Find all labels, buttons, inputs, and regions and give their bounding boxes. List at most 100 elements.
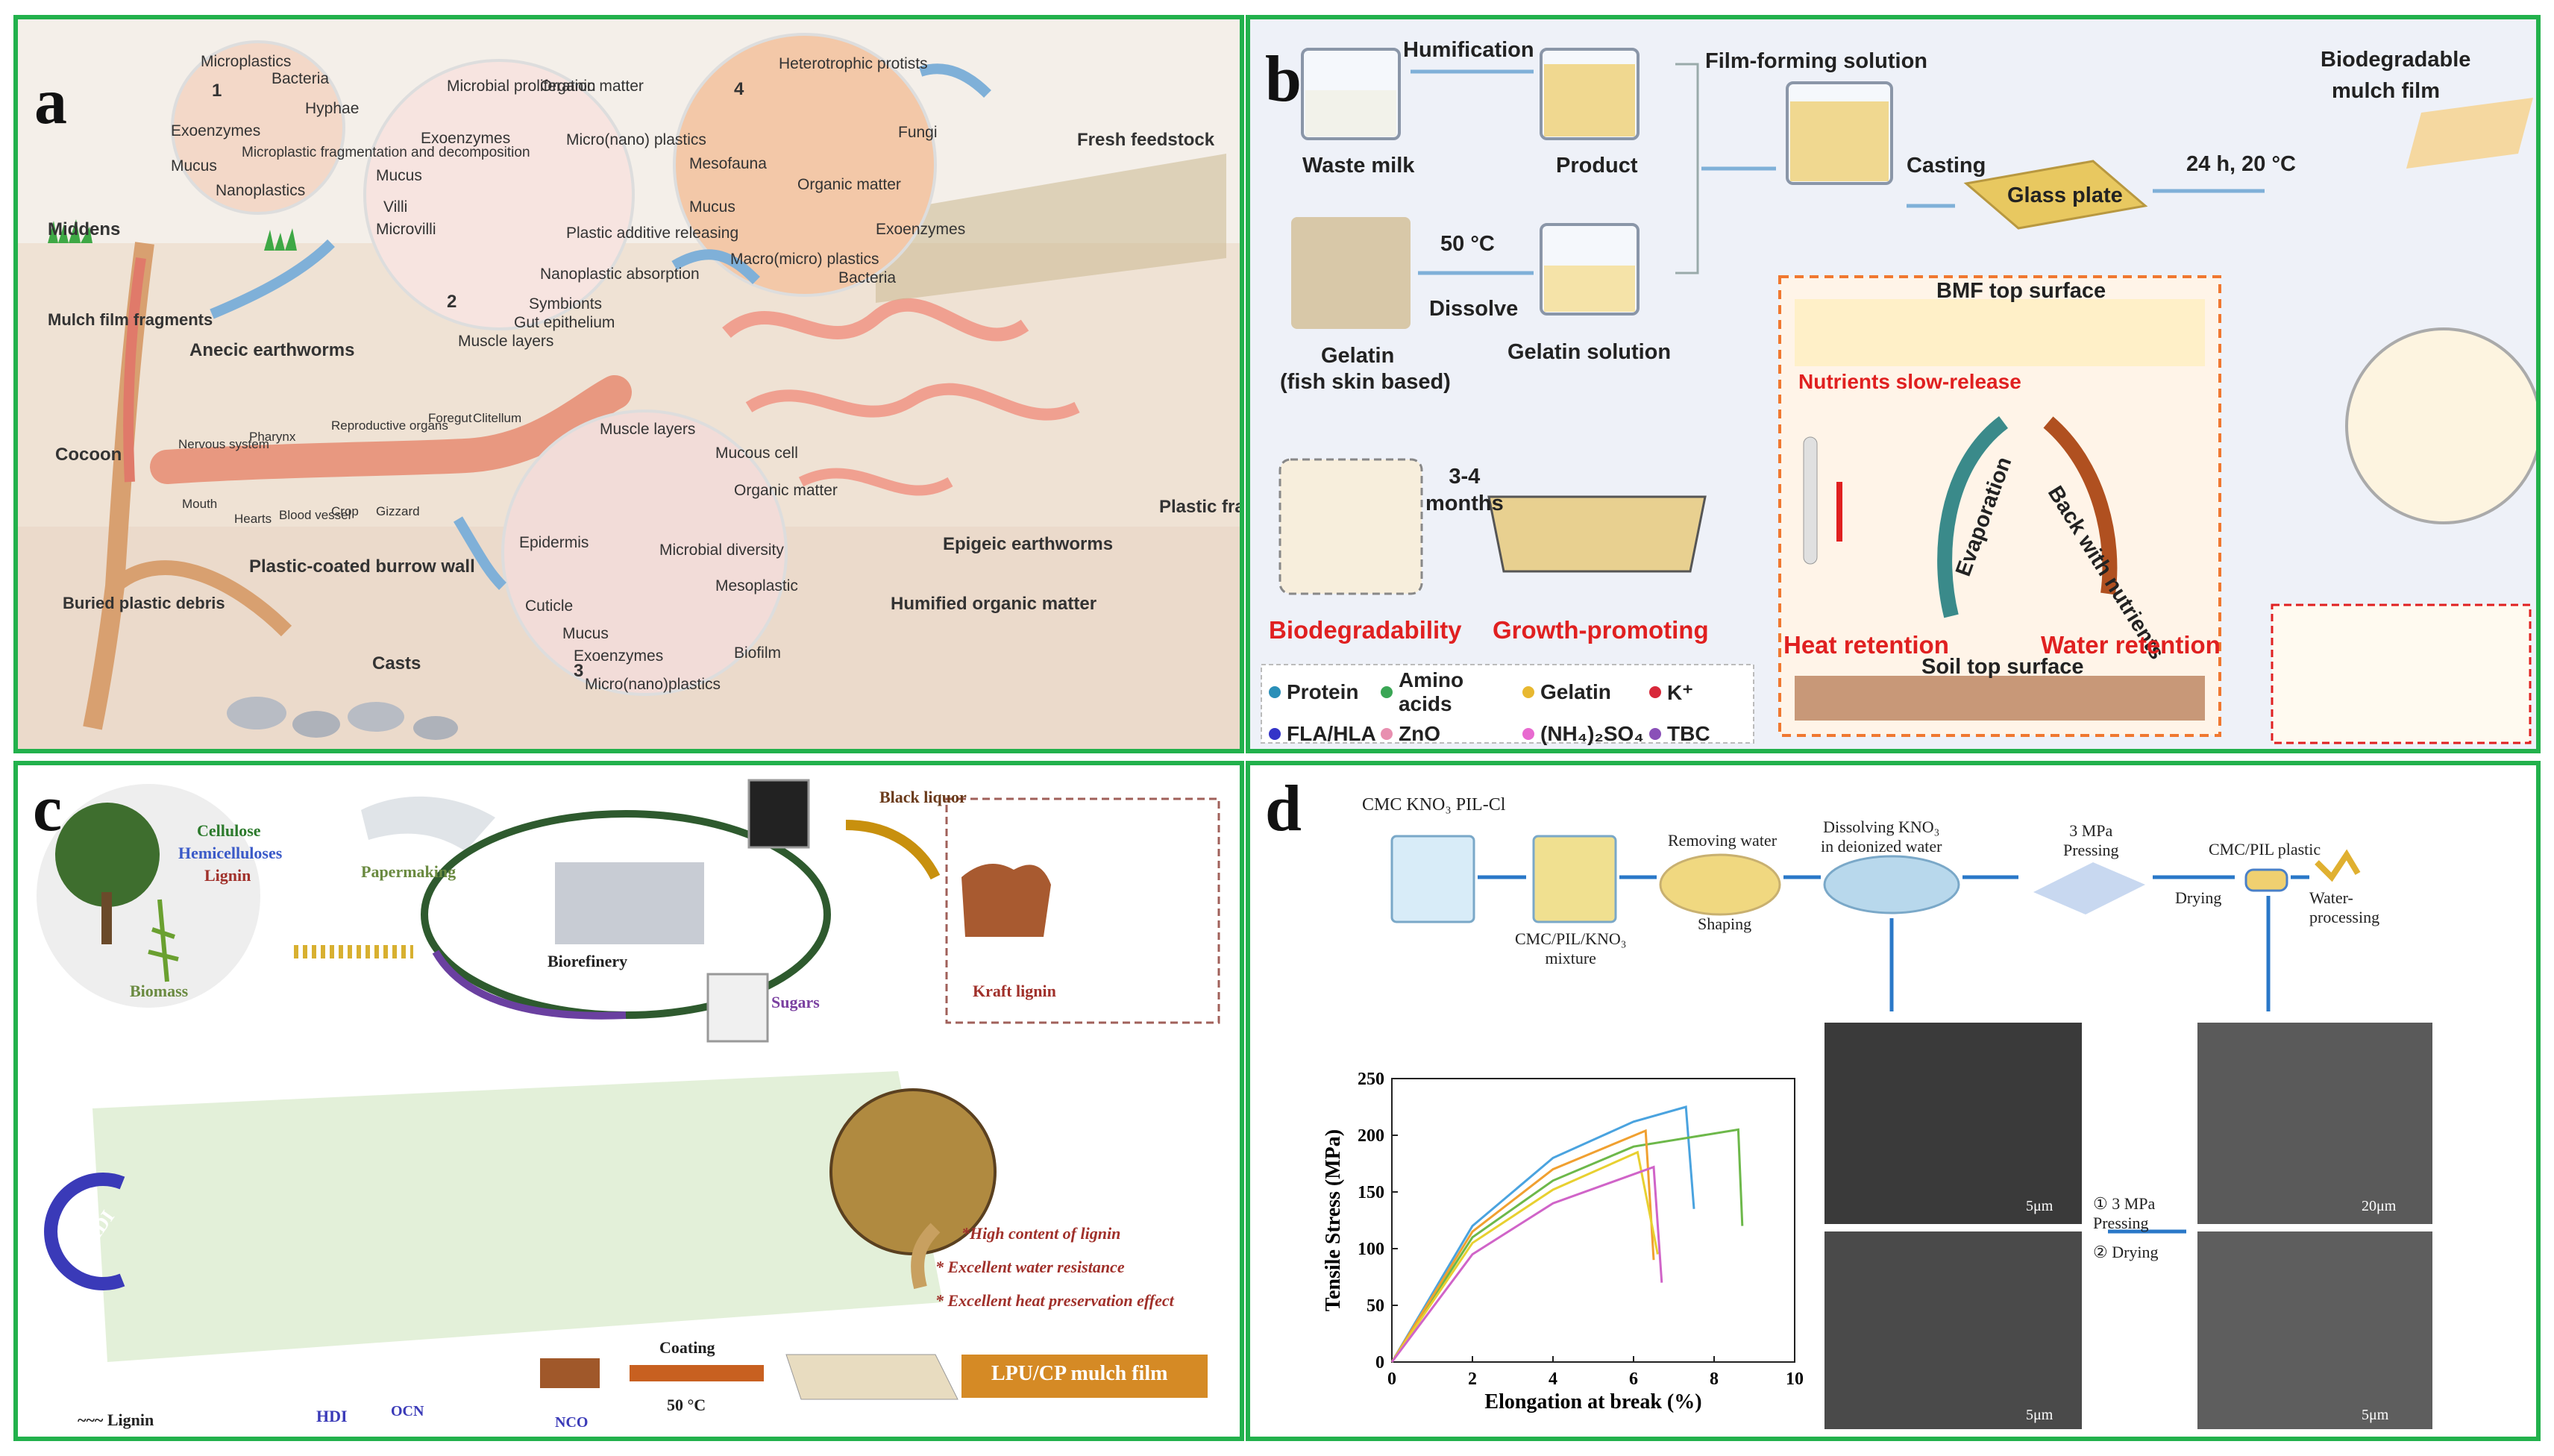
legend-label: FLA/HLA bbox=[1287, 722, 1376, 745]
gelatin-photo bbox=[1291, 217, 1411, 329]
x-tick-label: 8 bbox=[1710, 1369, 1719, 1389]
label: 24 h, 20 °C bbox=[2186, 152, 2296, 176]
coating-tray bbox=[785, 1354, 958, 1400]
label: Cocoon bbox=[55, 445, 122, 465]
biodegraded-film bbox=[1278, 458, 1423, 595]
stone bbox=[348, 702, 404, 732]
polymer-network bbox=[2345, 327, 2536, 524]
label: Biofilm bbox=[734, 644, 782, 662]
label: Film-forming solution bbox=[1705, 49, 1928, 73]
legend-item: Amino acids bbox=[1381, 668, 1522, 716]
label: Coating bbox=[659, 1338, 715, 1357]
kraft-lignin-sample bbox=[961, 864, 1051, 937]
label: Anecic earthworms bbox=[189, 340, 355, 360]
tree-trunk bbox=[101, 892, 112, 944]
legend-dot bbox=[1522, 686, 1534, 698]
x-tick-label: 10 bbox=[1786, 1369, 1804, 1389]
circle-number: 1 bbox=[212, 81, 222, 101]
label: Mouth bbox=[182, 497, 218, 511]
panel-d-cmc-plastic: d CMC KNO₃ PIL-Cl Removing water Dissolv… bbox=[1246, 761, 2541, 1441]
x-tick-label: 4 bbox=[1549, 1369, 1557, 1389]
label: CMC/PIL plastic bbox=[2209, 840, 2321, 859]
arrow bbox=[911, 1223, 941, 1290]
label: Organic matter bbox=[734, 482, 838, 499]
panel-label: b bbox=[1265, 43, 1302, 116]
legend-hdi: HDI bbox=[316, 1407, 348, 1425]
legend-item: (NH₄)₂SO₄ bbox=[1522, 722, 1649, 746]
label: Macro(micro) plastics bbox=[730, 251, 879, 268]
label: Exoenzymes bbox=[876, 221, 966, 238]
label: Organic matter bbox=[797, 176, 901, 193]
label: Fungi bbox=[898, 124, 938, 141]
epigeic-earthworm bbox=[722, 298, 1029, 342]
sem-image-porous-zoom bbox=[1824, 1231, 2082, 1429]
earthworm-body bbox=[150, 375, 632, 484]
plastic-sample bbox=[2244, 868, 2288, 892]
label: Mucous cell bbox=[715, 445, 798, 462]
series-line bbox=[1390, 1128, 1744, 1363]
thermometer-icon bbox=[1803, 436, 1818, 565]
label: 3-4 months bbox=[1425, 465, 1504, 515]
legend-label: ZnO bbox=[1399, 722, 1440, 745]
pressing-plate bbox=[2033, 862, 2145, 914]
series-line bbox=[1390, 1165, 1663, 1363]
gelatin-liquid bbox=[1544, 266, 1635, 312]
legend-label: (NH₄)₂SO₄ bbox=[1540, 722, 1644, 745]
label: Glass plate bbox=[2007, 183, 2123, 207]
y-tick-label: 0 bbox=[1375, 1353, 1384, 1372]
label: Micro(nano) plastics bbox=[566, 131, 706, 148]
label: 50 °C bbox=[1440, 232, 1495, 256]
label: Biodegradable bbox=[2321, 48, 2471, 72]
label: Growth-promoting bbox=[1493, 616, 1709, 644]
label: 3 MPa Pressing bbox=[2063, 821, 2119, 859]
tree-icon bbox=[55, 803, 160, 907]
label: Kraft lignin bbox=[973, 982, 1056, 1000]
label: Gut epithelium bbox=[514, 314, 615, 331]
product-liquid bbox=[1544, 64, 1635, 136]
label: Cellulose bbox=[197, 821, 261, 840]
label: Waste milk bbox=[1302, 154, 1415, 178]
y-tick-label: 150 bbox=[1358, 1183, 1384, 1202]
bmf-layer bbox=[1795, 299, 2205, 366]
paper-icon bbox=[361, 796, 495, 851]
soil-layer bbox=[1795, 676, 2205, 721]
legend-item: FLA/HLA bbox=[1269, 722, 1381, 746]
feature: * Excellent heat preservation effect bbox=[935, 1291, 1174, 1310]
legend-dot bbox=[1522, 728, 1534, 740]
label: Buried plastic debris bbox=[63, 594, 225, 612]
label: Crop bbox=[331, 504, 359, 518]
legend-dot bbox=[1649, 728, 1661, 740]
label: Nervous system bbox=[178, 437, 269, 451]
label: Plastic-coated burrow wall bbox=[249, 556, 475, 577]
product-banner bbox=[961, 1355, 1208, 1398]
label: Papermaking bbox=[361, 862, 456, 881]
label: Mesoplastic bbox=[715, 577, 798, 594]
y-axis-label: Tensile Stress (MPa) bbox=[1322, 1129, 1345, 1311]
legend-label: Gelatin bbox=[1540, 680, 1611, 703]
circle-number: 4 bbox=[734, 79, 744, 99]
label: Exoenzymes bbox=[171, 122, 261, 139]
label: Mulch film fragments bbox=[48, 310, 213, 329]
biomass-circle bbox=[37, 784, 260, 1008]
scale-bar: 5μm bbox=[2026, 1198, 2053, 1214]
legend-item: Gelatin bbox=[1522, 668, 1649, 716]
epigeic-earthworm bbox=[745, 383, 1080, 421]
label: Casting bbox=[1907, 154, 1986, 178]
planter bbox=[1487, 495, 1707, 573]
label: Nanoplastic absorption bbox=[540, 266, 700, 283]
label: Foregut bbox=[428, 411, 472, 425]
epigeic-earthworm bbox=[798, 468, 953, 496]
label: Microvilli bbox=[376, 221, 436, 238]
polymer-sheet bbox=[92, 1071, 943, 1362]
label: Bacteria bbox=[838, 269, 897, 286]
circle-3 bbox=[501, 410, 788, 696]
label: Mucus bbox=[376, 167, 422, 184]
panel-b-illustration bbox=[1261, 48, 2536, 744]
label: Gelatin bbox=[1321, 344, 1395, 368]
label: Mucus bbox=[562, 625, 609, 642]
label: CMC/PIL/KNO₃ mixture bbox=[1515, 929, 1627, 967]
label: Drying bbox=[2175, 888, 2222, 907]
label: Soil top surface bbox=[1921, 655, 2084, 679]
label: Water retention bbox=[2041, 631, 2221, 659]
